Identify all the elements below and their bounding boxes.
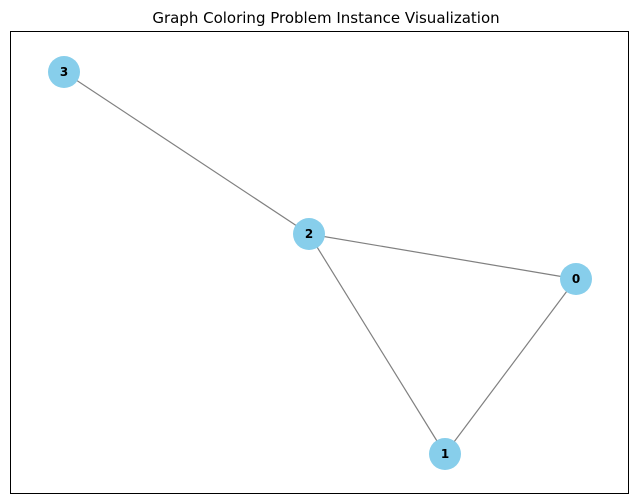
node-circle — [560, 263, 592, 295]
node-label: 3 — [60, 65, 68, 79]
node-0: 0 — [560, 263, 592, 295]
node-circle — [429, 438, 461, 470]
edge-2-0 — [308, 233, 577, 280]
edge-3-2 — [63, 71, 310, 235]
edge-0-1 — [444, 278, 577, 455]
nodes-layer: 0 1 2 3 — [48, 56, 592, 470]
plot-frame — [10, 31, 629, 494]
edge-2-1 — [308, 233, 446, 455]
node-circle — [293, 218, 325, 250]
node-label: 1 — [441, 447, 449, 461]
node-circle — [48, 56, 80, 88]
node-label: 0 — [572, 272, 580, 286]
node-label: 2 — [305, 227, 313, 241]
edges-layer — [63, 71, 577, 455]
node-3: 3 — [48, 56, 80, 88]
node-1: 1 — [429, 438, 461, 470]
figure-title: Graph Coloring Problem Instance Visualiz… — [152, 9, 499, 27]
node-2: 2 — [293, 218, 325, 250]
